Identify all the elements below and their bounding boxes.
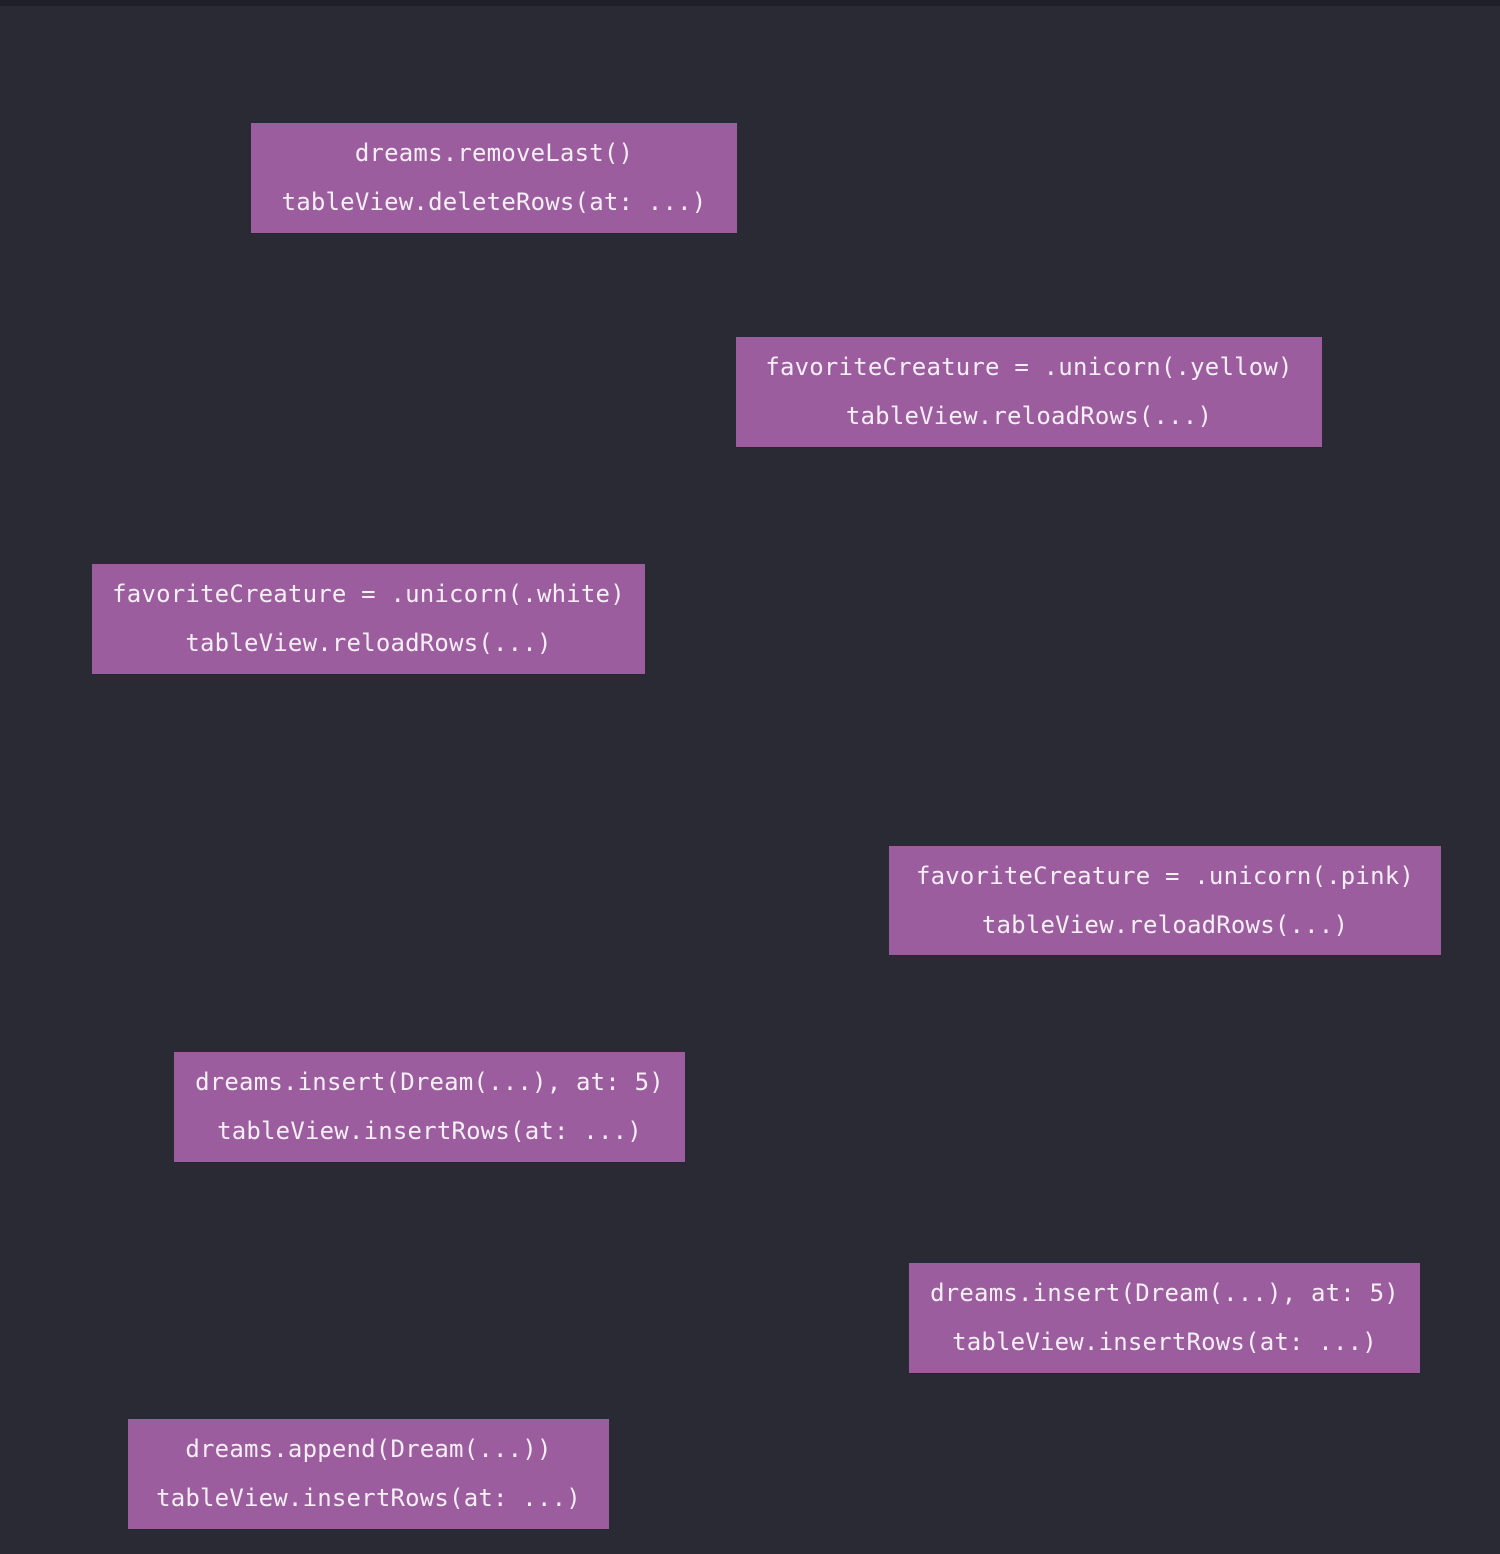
code-card-unicorn-yellow: favoriteCreature = .unicorn(.yellow) tab… [736,337,1322,447]
code-line: dreams.insert(Dream(...), at: 5) [930,1279,1399,1307]
code-card-append: dreams.append(Dream(...)) tableView.inse… [128,1419,609,1529]
top-edge [0,0,1500,6]
code-line: tableView.insertRows(at: ...) [217,1117,642,1145]
code-line: tableView.insertRows(at: ...) [156,1484,581,1512]
code-line: tableView.reloadRows(...) [845,402,1213,430]
code-card-unicorn-pink: favoriteCreature = .unicorn(.pink) table… [889,846,1441,955]
code-card-remove-last: dreams.removeLast() tableView.deleteRows… [251,123,737,233]
code-line: dreams.insert(Dream(...), at: 5) [195,1068,664,1096]
code-line: favoriteCreature = .unicorn(.white) [112,580,625,608]
code-line: tableView.reloadRows(...) [981,910,1349,939]
code-line: dreams.removeLast() [354,139,634,167]
code-line: favoriteCreature = .unicorn(.yellow) [765,353,1293,381]
code-line: dreams.append(Dream(...)) [185,1435,552,1463]
code-line: tableView.reloadRows(...) [185,629,552,657]
code-card-unicorn-white: favoriteCreature = .unicorn(.white) tabl… [92,564,645,674]
code-line: tableView.deleteRows(at: ...) [281,188,707,216]
code-card-insert-right: dreams.insert(Dream(...), at: 5) tableVi… [909,1263,1420,1373]
code-card-insert-left: dreams.insert(Dream(...), at: 5) tableVi… [174,1052,685,1162]
code-line: favoriteCreature = .unicorn(.pink) [915,861,1415,890]
code-line: tableView.insertRows(at: ...) [952,1328,1377,1356]
